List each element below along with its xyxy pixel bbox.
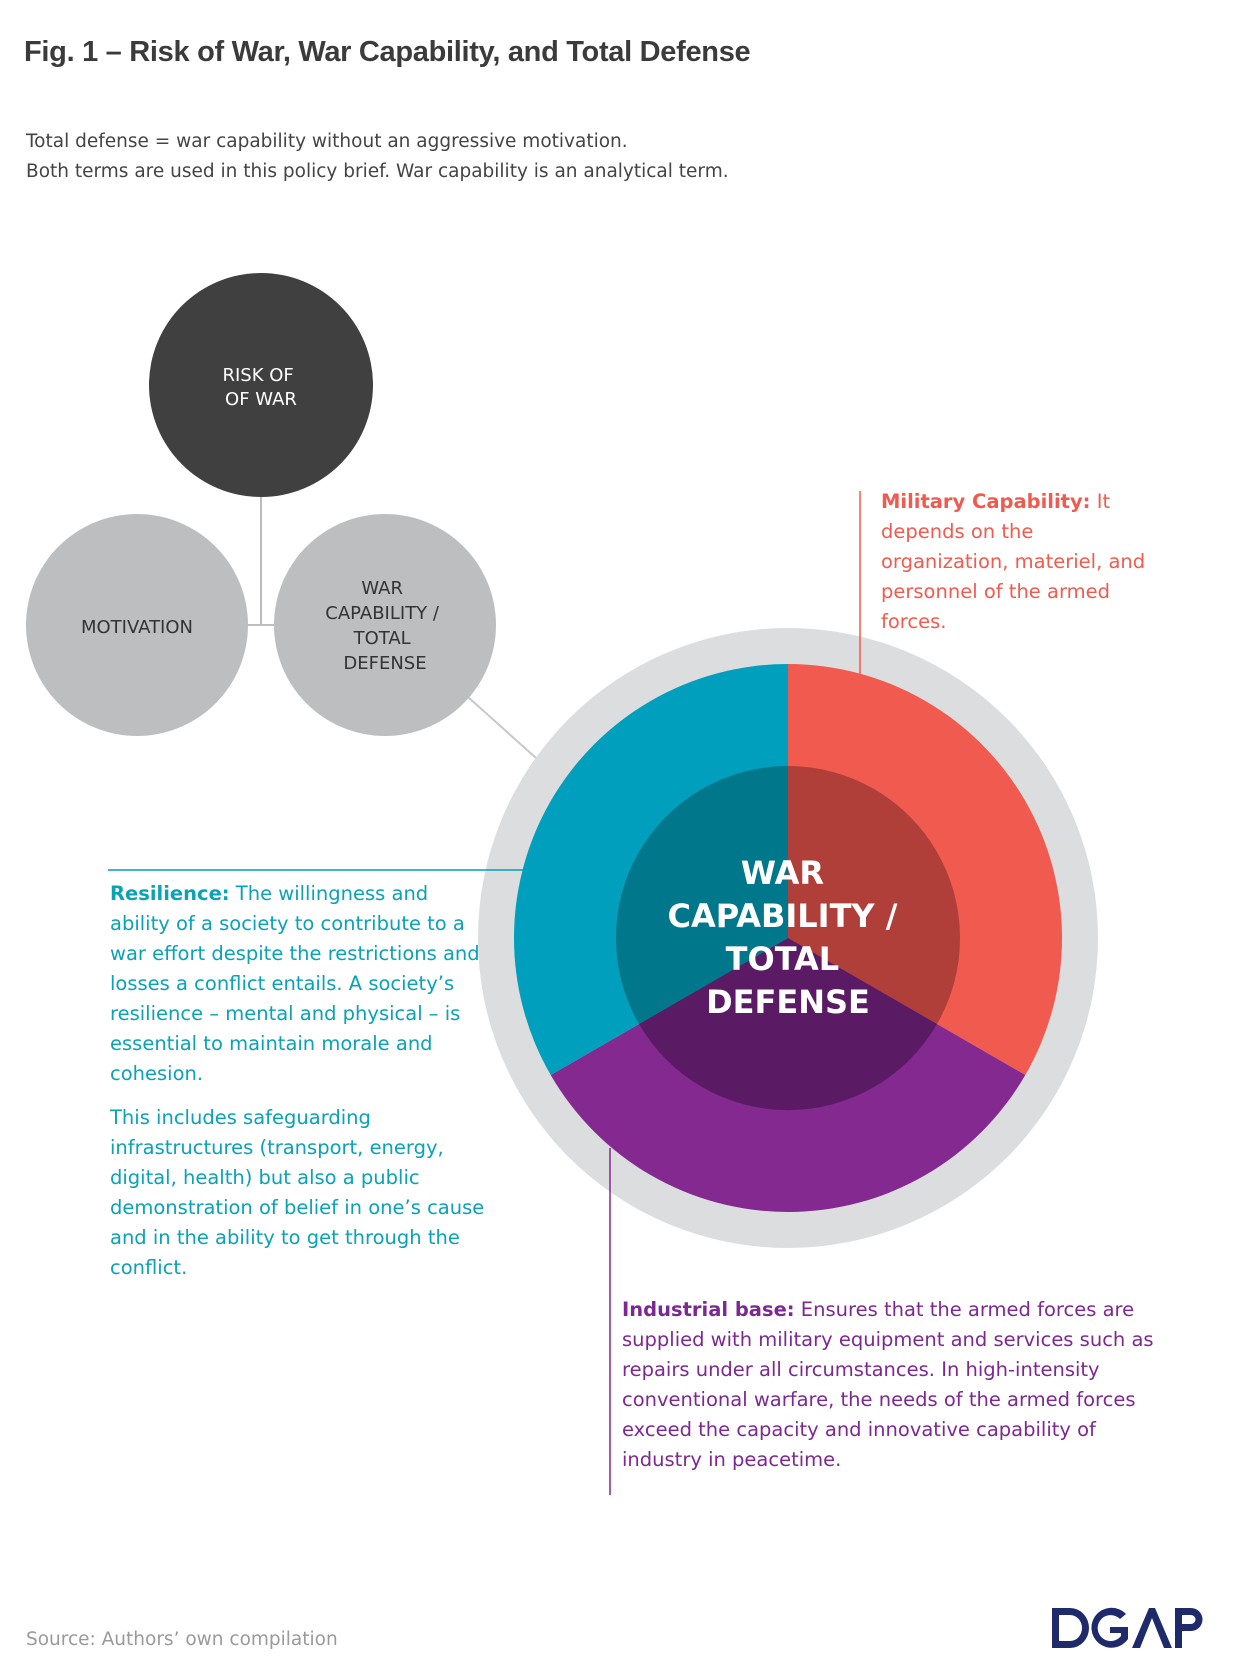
risk-of-war-label: RISK OF OF WAR xyxy=(222,365,299,410)
military-capability-note: Military Capability: It depends on the o… xyxy=(881,487,1161,637)
industrial-inner-segment xyxy=(639,938,937,1111)
source-note: Source: Authors’ own compilation xyxy=(26,1629,338,1650)
resilience-inner-segment xyxy=(615,766,788,1024)
figure-title: Fig. 1 – Risk of War, War Capability, an… xyxy=(24,36,751,68)
resilience-heading: Resilience: xyxy=(110,882,230,905)
motivation-circle xyxy=(26,514,248,736)
industrial-heading: Industrial base: xyxy=(622,1298,795,1321)
resilience-body: The willingness and ability of a society… xyxy=(110,882,480,1085)
subtitle-line: Both terms are used in this policy brief… xyxy=(26,161,729,182)
war-capability-label: WAR CAPABILITY / TOTAL DEFENSE xyxy=(325,578,444,674)
subtitle-line: Total defense = war capability without a… xyxy=(26,131,628,152)
motivation-label: MOTIVATION xyxy=(81,617,193,638)
figure-subtitle: Total defense = war capability without a… xyxy=(26,127,729,187)
war-capability-circle xyxy=(274,514,496,736)
military-inner-segment xyxy=(788,766,961,1024)
center-label: WAR CAPABILITY / TOTAL DEFENSE xyxy=(667,854,908,1021)
dgap-logo xyxy=(1052,1607,1203,1648)
resilience-note: Resilience: The willingness and ability … xyxy=(110,879,490,1283)
military-body: It depends on the organization, materiel… xyxy=(881,490,1146,633)
risk-of-war-circle xyxy=(149,273,373,497)
military-heading: Military Capability: xyxy=(881,490,1091,513)
resilience-body-2: This includes safeguarding infrastructur… xyxy=(110,1106,485,1279)
industrial-body: Ensures that the armed forces are suppli… xyxy=(622,1298,1154,1471)
industrial-base-note: Industrial base: Ensures that the armed … xyxy=(622,1295,1162,1475)
connector-capability-to-main xyxy=(467,696,537,759)
